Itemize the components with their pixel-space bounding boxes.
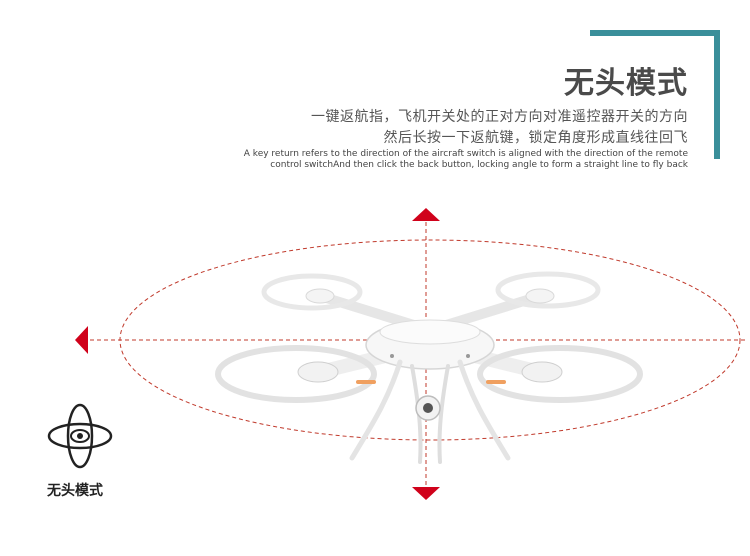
description-en-line-1: A key return refers to the direction of … (243, 149, 688, 159)
description-en-line-2: control switchAnd then click the back bu… (270, 160, 688, 170)
headless-mode-label: 无头模式 (47, 483, 103, 499)
headless-mode-icon (47, 403, 113, 469)
description-cn-line-2: 然后长按一下返航键，锁定角度形成直线往回飞 (383, 130, 688, 146)
corner-frame-decoration (590, 30, 720, 159)
page-title: 无头模式 (564, 66, 688, 101)
arrow-down-icon (412, 487, 440, 500)
drone-illustration (215, 271, 643, 464)
description-cn-line-1: 一键返航指，飞机开关处的正对方向对准遥控器开关的方向 (311, 109, 688, 125)
arrow-up-icon (412, 208, 440, 221)
arrow-left-icon (75, 326, 88, 354)
